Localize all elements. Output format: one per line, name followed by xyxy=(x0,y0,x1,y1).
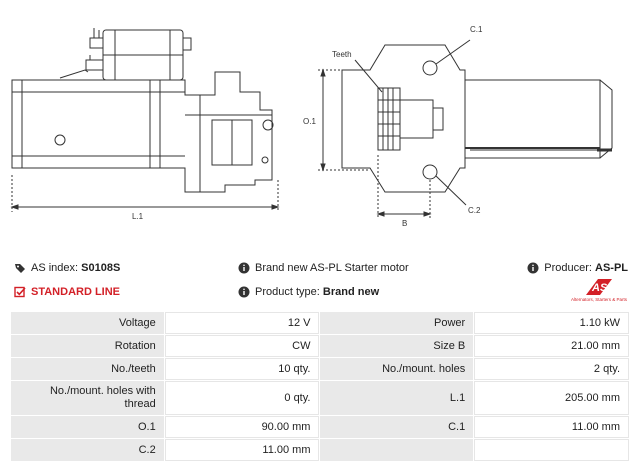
table-row: No./teeth 10 qty. No./mount. holes 2 qty… xyxy=(11,358,629,380)
spec-value: 90.00 mm xyxy=(164,416,320,438)
dim-b-label: B xyxy=(402,219,407,228)
producer-value: AS-PL xyxy=(595,262,628,274)
product-info: AS index: S0108S Brand new AS-PL Starter… xyxy=(0,254,640,306)
spec-value: 205.00 mm xyxy=(474,381,629,415)
as-pl-logo: AS Alternators, Starters & Parts xyxy=(568,277,630,305)
dim-c1-label: C.1 xyxy=(470,25,483,34)
spec-value xyxy=(474,439,629,461)
info-icon xyxy=(238,286,250,298)
spec-label: Power xyxy=(320,312,474,334)
spec-value: 0 qty. xyxy=(164,381,320,415)
product-type: Product type: Brand new xyxy=(238,286,379,298)
as-index: AS index: S0108S xyxy=(14,262,120,274)
spec-label xyxy=(320,439,474,461)
spec-value: 2 qty. xyxy=(474,358,629,380)
spec-value: 1.10 kW xyxy=(474,312,629,334)
spec-label: Size B xyxy=(320,335,474,357)
spec-label: Voltage xyxy=(11,312,164,334)
dim-l1-label: L.1 xyxy=(132,212,144,221)
table-row: Voltage 12 V Power 1.10 kW xyxy=(11,312,629,334)
spec-value: CW xyxy=(164,335,320,357)
table-row: C.2 11.00 mm xyxy=(11,439,629,461)
dim-teeth-label: Teeth xyxy=(332,50,352,59)
logo-text: AS xyxy=(591,282,608,294)
info-icon xyxy=(527,262,539,274)
spec-label: No./mount. holes with thread xyxy=(11,381,164,415)
product-type-label: Product type: xyxy=(255,286,320,298)
info-icon xyxy=(238,262,250,274)
as-index-value: S0108S xyxy=(81,262,121,274)
starter-technical-drawing: L.1 O.1 B C.1 C.2 Teeth xyxy=(10,25,613,228)
spec-label: No./mount. holes xyxy=(320,358,474,380)
product-description: Brand new AS-PL Starter motor xyxy=(238,262,409,274)
dim-c2-label: C.2 xyxy=(468,206,481,215)
spec-value: 11.00 mm xyxy=(474,416,629,438)
specs-table: Voltage 12 V Power 1.10 kW Rotation CW S… xyxy=(10,311,630,462)
standard-line-badge: STANDARD LINE xyxy=(14,286,120,298)
tag-icon xyxy=(15,264,25,273)
producer-label: Producer: xyxy=(544,262,592,274)
spec-label: Rotation xyxy=(11,335,164,357)
spec-label: C.2 xyxy=(11,439,164,461)
spec-label: L.1 xyxy=(320,381,474,415)
starter-front-view xyxy=(318,39,613,218)
spec-label: C.1 xyxy=(320,416,474,438)
logo-subtitle: Alternators, Starters & Parts xyxy=(570,297,628,302)
table-row: No./mount. holes with thread 0 qty. L.1 … xyxy=(11,381,629,415)
spec-value: 12 V xyxy=(164,312,320,334)
spec-value: 11.00 mm xyxy=(164,439,320,461)
spec-label: No./teeth xyxy=(11,358,164,380)
spec-value: 10 qty. xyxy=(164,358,320,380)
table-row: Rotation CW Size B 21.00 mm xyxy=(11,335,629,357)
spec-value: 21.00 mm xyxy=(474,335,629,357)
starter-side-view xyxy=(10,28,280,212)
as-index-label: AS index: xyxy=(31,262,79,274)
checkbox-checked-icon xyxy=(14,286,26,298)
product-type-value: Brand new xyxy=(322,286,380,298)
dim-o1-label: O.1 xyxy=(303,117,316,126)
spec-label: O.1 xyxy=(11,416,164,438)
as-pl-logo-mark: AS xyxy=(586,279,612,295)
table-row: O.1 90.00 mm C.1 11.00 mm xyxy=(11,416,629,438)
standard-line-text: STANDARD LINE xyxy=(31,286,121,298)
description-text: Brand new AS-PL Starter motor xyxy=(255,262,409,274)
producer: Producer: AS-PL xyxy=(527,262,628,274)
